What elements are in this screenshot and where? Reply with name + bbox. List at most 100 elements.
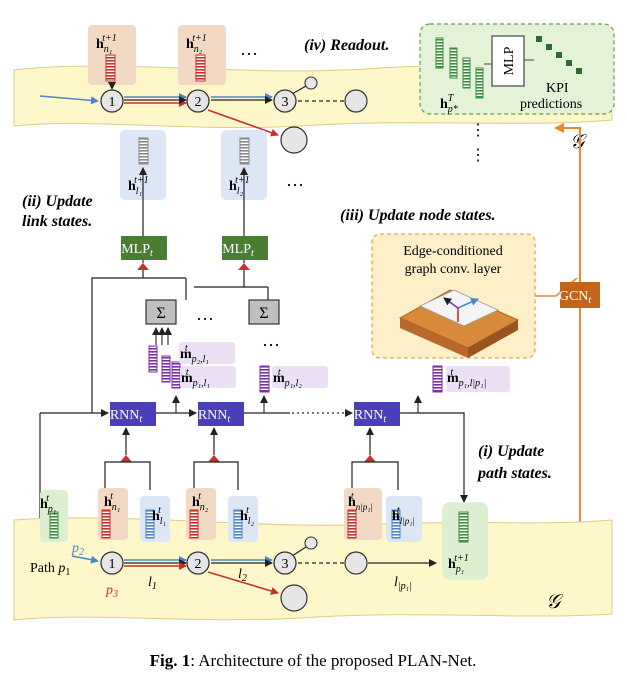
sum-block-1-label: Σ xyxy=(156,305,165,322)
top-small-node xyxy=(304,76,318,90)
bottom-node-3-label: 3 xyxy=(282,557,289,572)
readout-mlp-label: MLP xyxy=(502,46,517,75)
conv-axis-purple xyxy=(443,297,459,309)
link-lp-label: l|p₁| xyxy=(394,575,412,592)
mlp-block-2 xyxy=(222,236,268,260)
node-state-vector-2 xyxy=(195,54,206,82)
bottom-graph-label: 𝒢 xyxy=(546,591,564,613)
mlp-block-1-label: MLPt xyxy=(121,242,153,259)
bottom-node-2 xyxy=(186,551,210,575)
rnn-block-1 xyxy=(110,402,156,426)
gcn-feedback-arrow xyxy=(554,123,581,282)
mlp-block-2-label: MLPt xyxy=(222,242,254,259)
message-label-bg-2 xyxy=(180,366,236,388)
top-node-3 xyxy=(273,89,297,113)
figure-caption: Fig. 1: Architecture of the proposed PLA… xyxy=(150,651,477,670)
link-state-box-2 xyxy=(221,130,267,200)
link-l2-label: l2 xyxy=(238,567,247,584)
node-update-line-2: graph conv. layer xyxy=(405,262,502,277)
top-path-red-2 xyxy=(207,109,279,137)
readout-state-label: hp*T xyxy=(440,93,458,115)
kpi-square-1 xyxy=(536,36,542,42)
top-node-2-label: 2 xyxy=(195,95,202,110)
kpi-label-2: predictions xyxy=(520,97,582,112)
stage-node-label: (iii) Update node states. xyxy=(340,207,496,224)
message-label-bg-1 xyxy=(179,342,235,364)
vertical-ellipsis-2: ⋮ xyxy=(470,147,486,164)
bottom-large-node xyxy=(280,584,308,612)
input-link-vector-2 xyxy=(233,509,243,539)
top-input-arrow xyxy=(39,95,99,105)
kpi-square-3 xyxy=(556,52,562,58)
link-state-vector-1 xyxy=(138,137,149,165)
sum-ellipsis: … xyxy=(196,304,214,324)
conv-layer-side-b xyxy=(468,320,518,358)
node-state-ellipsis: … xyxy=(240,39,258,59)
message-vector-a xyxy=(148,345,158,373)
sum-2-ellipsis: … xyxy=(262,330,280,350)
message-label-bg-3 xyxy=(272,366,328,388)
kpi-label-1: KPI xyxy=(546,81,569,96)
gcn-block xyxy=(560,282,600,308)
rnn-block-1-label: RNNt xyxy=(110,408,143,425)
top-node-far xyxy=(344,89,368,113)
bottom-node-1-label: 1 xyxy=(109,557,116,572)
rnn-block-3 xyxy=(354,402,400,426)
input-node-vector-2 xyxy=(189,509,199,539)
conv-layer-side-a xyxy=(400,318,468,358)
kpi-square-2 xyxy=(546,44,552,50)
node-update-line-1: Edge-conditioned xyxy=(403,244,503,259)
stage-path-label-2: path states. xyxy=(476,465,552,482)
message-vector-b xyxy=(161,355,171,383)
bottom-node-2-label: 2 xyxy=(195,557,202,572)
top-node-1-label: 1 xyxy=(109,95,116,110)
node-state-vector-1 xyxy=(105,54,116,82)
link-l1-label: l1 xyxy=(148,575,157,592)
kpi-square-5 xyxy=(576,68,582,74)
readout-vector-a xyxy=(435,37,444,69)
top-node-2 xyxy=(186,89,210,113)
top-node-3-label: 3 xyxy=(282,95,289,110)
input-link-vector-3 xyxy=(391,509,401,539)
sum-block-1 xyxy=(145,299,177,325)
input-node-vector-3 xyxy=(347,509,357,539)
readout-vector-c xyxy=(462,57,471,89)
mlp-1-merge-triangle xyxy=(137,263,149,270)
kpi-square-4 xyxy=(566,60,572,66)
input-node-vector-1 xyxy=(101,509,111,539)
stage-readout-label: (iv) Readout. xyxy=(304,37,389,54)
readout-vector-b xyxy=(449,47,458,79)
gcn-block-label: GCNt xyxy=(559,289,592,306)
input-link-vector-1 xyxy=(145,509,155,539)
readout-vector-d xyxy=(475,67,484,99)
rnn-block-2 xyxy=(198,402,244,426)
vertical-ellipsis-1: ⋮ xyxy=(470,122,486,139)
path-p3-label: p3 xyxy=(105,583,118,600)
rnn-1-merge-triangle xyxy=(120,455,132,462)
top-node-1 xyxy=(100,89,124,113)
bottom-node-far xyxy=(344,551,368,575)
conv-axis-blue xyxy=(457,298,479,309)
path-state-vector xyxy=(49,511,59,539)
rnn-block-2-label: RNNt xyxy=(198,408,231,425)
rnn-2-merge-triangle xyxy=(208,455,220,462)
message-vector-d xyxy=(259,365,270,393)
stage-path-label-1: (i) Update xyxy=(478,443,544,460)
readout-mlp-block xyxy=(491,35,525,87)
link-state-vector-2 xyxy=(239,137,250,165)
mlp-2-merge-triangle xyxy=(238,263,250,270)
updated-path-state-vector xyxy=(458,511,469,543)
sum-block-2 xyxy=(248,299,280,325)
message-label-bg-4 xyxy=(446,366,510,392)
message-vector-e xyxy=(432,365,443,393)
node-state-1-label: hn₁t+1 xyxy=(96,33,117,55)
link-state-ellipsis: … xyxy=(286,170,304,190)
updated-path-state-label: hp₁t+1 xyxy=(448,553,469,575)
message-vector-c xyxy=(171,361,181,389)
stage-link-label-1: (ii) Update xyxy=(22,193,93,210)
top-edge-3 xyxy=(291,85,307,95)
node-state-2-label: hn₂t+1 xyxy=(186,33,207,55)
path-p1-label: Path p1 xyxy=(30,561,70,578)
